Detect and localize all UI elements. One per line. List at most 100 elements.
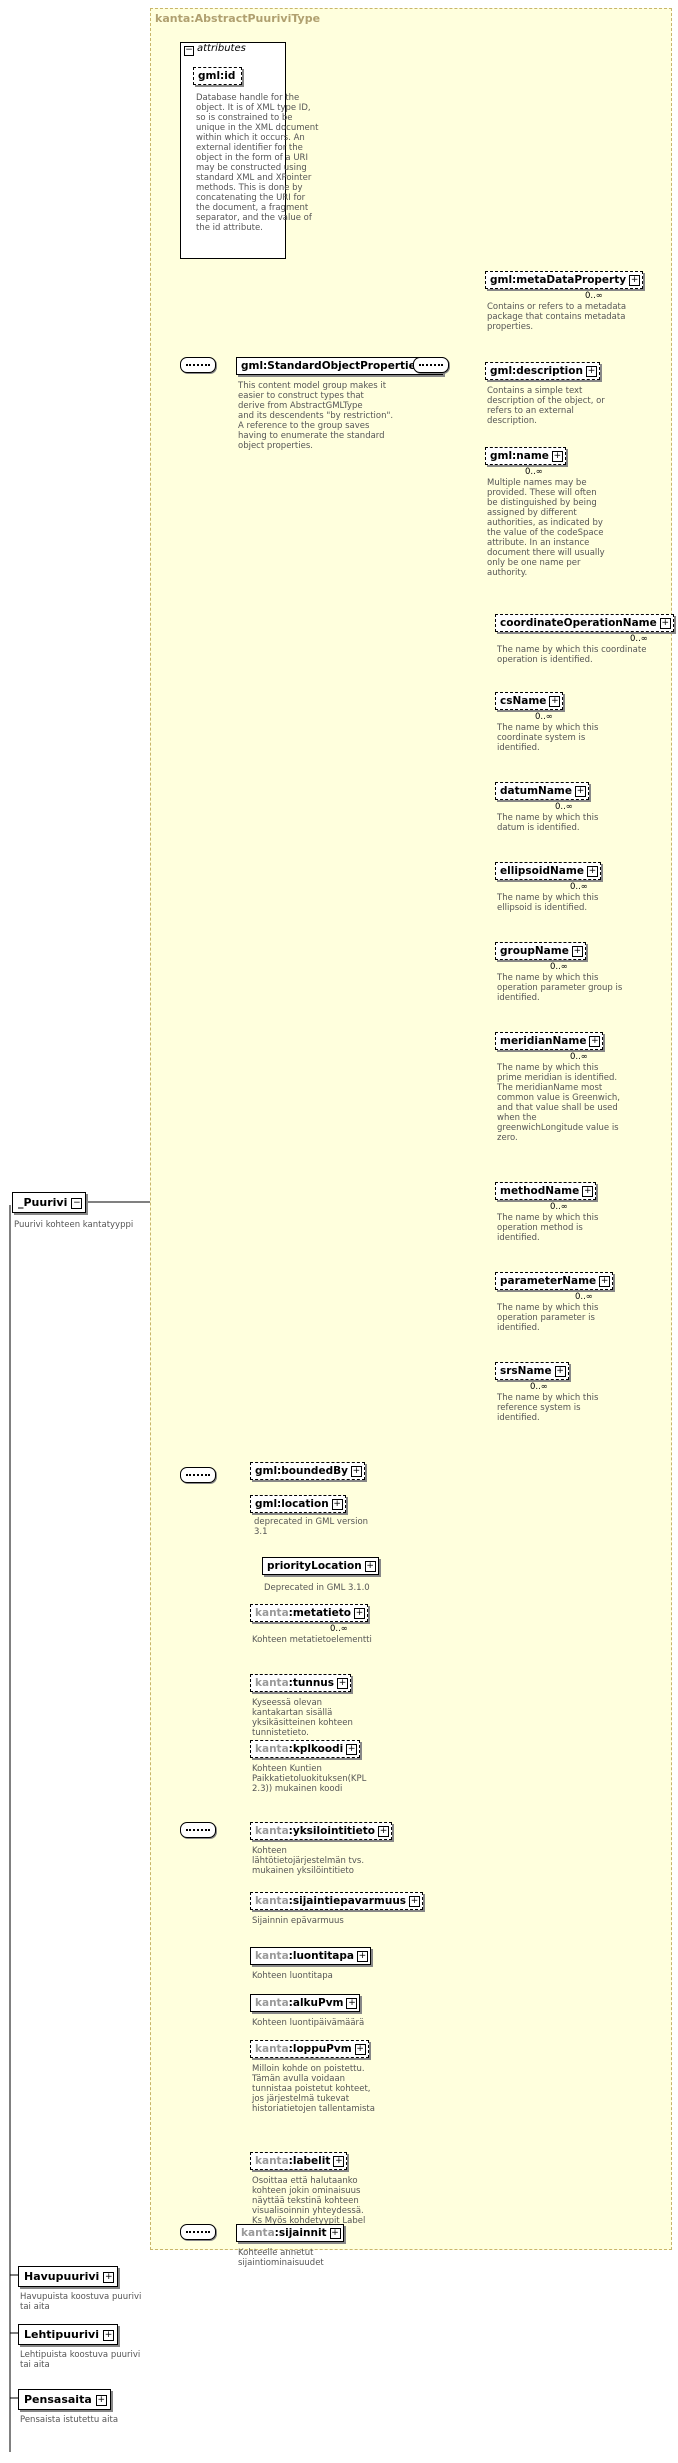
schema-element[interactable]: meridianName+ xyxy=(495,1032,604,1050)
description-line: identified. xyxy=(497,1323,540,1333)
expand-icon[interactable]: + xyxy=(354,2044,366,2055)
description-line: Contains a simple text xyxy=(487,386,583,396)
schema-element[interactable]: kanta:labelit+ xyxy=(250,2152,348,2170)
element-gml-location[interactable]: gml:location + xyxy=(250,1495,346,1513)
schema-element[interactable]: groupName+ xyxy=(495,942,586,960)
description-line: Tämän avulla voidaan xyxy=(252,2074,346,2084)
description-line: object in the form of a URI xyxy=(196,153,308,163)
schema-element[interactable]: kanta:kplkoodi+ xyxy=(250,1740,361,1758)
substitution-element[interactable]: Havupuurivi+ xyxy=(18,2266,119,2287)
description-line: refers to an external xyxy=(487,406,574,416)
description-line: Paikkatietoluokituksen(KPL xyxy=(252,1774,367,1784)
expand-icon[interactable]: + xyxy=(554,1366,566,1377)
expand-icon[interactable]: + xyxy=(103,2330,115,2341)
schema-element[interactable]: methodName+ xyxy=(495,1182,597,1200)
schema-element[interactable]: kanta:metatieto+ xyxy=(250,1604,368,1622)
expand-icon[interactable]: + xyxy=(331,1499,343,1510)
element-prioritylocation-description: Deprecated in GML 3.1.0 xyxy=(264,1583,370,1593)
expand-icon[interactable]: + xyxy=(589,1036,601,1047)
cardinality: 0..∞ xyxy=(585,291,603,301)
description-line: having to enumerate the standard xyxy=(238,431,385,441)
description-line: yksikäsitteinen kohteen xyxy=(252,1718,353,1728)
cardinality: 0..∞ xyxy=(550,1202,568,1212)
description-line: identified. xyxy=(497,993,540,1003)
schema-element[interactable]: kanta:loppuPvm+ xyxy=(250,2040,369,2058)
collapse-icon[interactable]: − xyxy=(184,45,194,56)
schema-element[interactable]: ellipsoidName+ xyxy=(495,862,601,880)
description-line: visualisoinnin yhteydessä. xyxy=(252,2206,364,2216)
schema-element-label: srsName xyxy=(500,1365,552,1377)
sequence-compositor[interactable] xyxy=(413,357,449,373)
expand-icon[interactable]: + xyxy=(571,946,583,957)
expand-icon[interactable]: + xyxy=(582,1186,594,1197)
description-line: standard XML and XPointer xyxy=(196,173,312,183)
expand-icon[interactable]: + xyxy=(364,1561,376,1572)
standard-object-properties-group[interactable]: gml:StandardObjectProperties − xyxy=(236,357,443,375)
expand-icon[interactable]: + xyxy=(346,1744,358,1755)
element-prioritylocation-label: priorityLocation xyxy=(267,1560,362,1572)
expand-icon[interactable]: + xyxy=(551,451,563,462)
schema-element[interactable]: kanta:sijaintiepavarmuus+ xyxy=(250,1892,424,1910)
schema-element[interactable]: datumName+ xyxy=(495,782,589,800)
description-line: Ks Myös kohdetyypit Label xyxy=(252,2216,366,2226)
schema-element[interactable]: gml:name+ xyxy=(485,447,566,465)
schema-element[interactable]: kanta:tunnus+ xyxy=(250,1674,352,1692)
schema-element[interactable]: srsName+ xyxy=(495,1362,569,1380)
expand-icon[interactable]: + xyxy=(356,1951,368,1962)
description-line: tai aita xyxy=(20,2360,50,2370)
substitution-element[interactable]: Pensasaita+ xyxy=(18,2389,111,2410)
expand-icon[interactable]: + xyxy=(329,2228,341,2239)
expand-icon[interactable]: + xyxy=(337,1678,349,1689)
schema-element[interactable]: csName+ xyxy=(495,692,564,710)
element-gml-boundedby[interactable]: gml:boundedBy + xyxy=(250,1462,365,1480)
expand-icon[interactable]: + xyxy=(350,1466,362,1477)
schema-element[interactable]: gml:description+ xyxy=(485,362,600,380)
expand-icon[interactable]: + xyxy=(599,1276,611,1287)
sequence-compositor[interactable] xyxy=(180,1467,216,1483)
schema-element[interactable]: kanta:yksilointitieto+ xyxy=(250,1822,393,1840)
expand-icon[interactable]: + xyxy=(95,2395,107,2406)
expand-icon[interactable]: + xyxy=(586,866,598,877)
schema-element[interactable]: parameterName+ xyxy=(495,1272,614,1290)
root-element-puurivi[interactable]: _Puurivi − xyxy=(12,1192,87,1213)
expand-icon[interactable]: + xyxy=(378,1826,390,1837)
expand-icon[interactable]: + xyxy=(333,2156,345,2167)
schema-element[interactable]: kanta:alkuPvm+ xyxy=(250,1994,361,2012)
schema-element[interactable]: gml:metaDataProperty+ xyxy=(485,271,644,289)
sequence-compositor[interactable] xyxy=(180,1822,216,1838)
expand-icon[interactable]: + xyxy=(629,275,641,286)
expand-icon[interactable]: + xyxy=(103,2272,115,2283)
cardinality: 0..∞ xyxy=(550,962,568,972)
expand-icon[interactable]: + xyxy=(585,366,597,377)
cardinality: 0..∞ xyxy=(575,1292,593,1302)
expand-icon[interactable]: + xyxy=(549,696,561,707)
element-prioritylocation[interactable]: priorityLocation + xyxy=(262,1557,379,1575)
description-line: Lehtipuista koostuva puurivi xyxy=(20,2350,141,2360)
schema-element[interactable]: coordinateOperationName+ xyxy=(495,614,674,632)
expand-icon[interactable]: + xyxy=(409,1896,421,1907)
sequence-compositor[interactable] xyxy=(180,357,216,373)
schema-element-label: sijaintiepavarmuus xyxy=(292,1895,407,1907)
description-line: datum is identified. xyxy=(497,823,580,833)
expand-icon[interactable]: + xyxy=(574,786,586,797)
description-line: coordinate system is xyxy=(497,733,586,743)
expand-icon[interactable]: + xyxy=(354,1608,365,1619)
description-line: näyttää tekstinä kohteen xyxy=(252,2196,359,2206)
substitution-element[interactable]: Lehtipuurivi+ xyxy=(18,2324,119,2345)
collapse-icon[interactable]: − xyxy=(71,1198,83,1209)
element-kanta-sijainnit[interactable]: kanta:sijainnit + xyxy=(236,2224,344,2242)
schema-element[interactable]: kanta:luontitapa+ xyxy=(250,1947,371,1965)
namespace-prefix: kanta xyxy=(255,2043,289,2055)
cardinality: 0..∞ xyxy=(535,712,553,722)
description-line: methods. This is done by xyxy=(196,183,303,193)
schema-element-label: groupName xyxy=(500,945,569,957)
expand-icon[interactable]: + xyxy=(346,1998,358,2009)
sequence-compositor[interactable] xyxy=(180,2224,216,2240)
description-line: ellipsoid is identified. xyxy=(497,903,588,913)
expand-icon[interactable]: + xyxy=(659,618,671,629)
attribute-gml-id[interactable]: gml:id xyxy=(193,67,243,85)
